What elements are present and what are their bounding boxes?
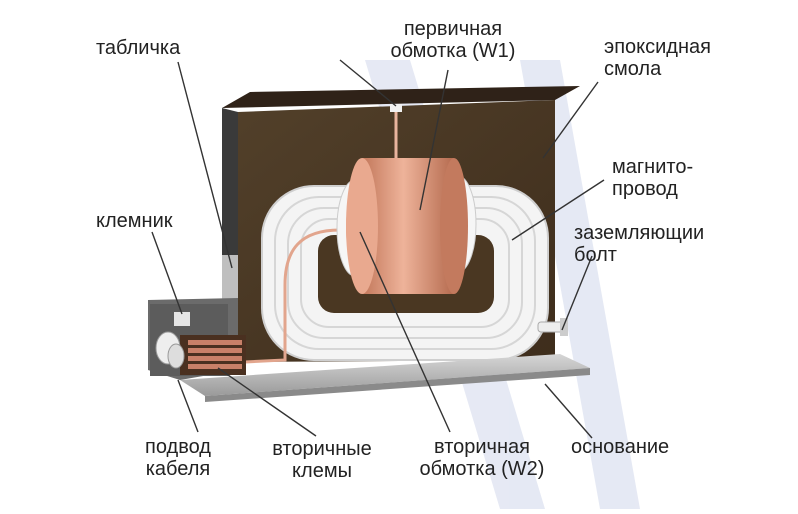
label-secondary-winding: вторичная обмотка (W2): [419, 436, 545, 480]
label-magnetic-core: магнито- провод: [612, 156, 694, 200]
leader-magneto: [511, 179, 605, 241]
secondary-wire: [244, 228, 341, 364]
leader-klemnik: [151, 231, 183, 315]
epoxy-top-face: [222, 86, 580, 108]
leader-sec-terminals: [217, 367, 317, 437]
label-secondary-terminals: вторичные клемы: [272, 438, 372, 482]
label-primary-winding: первичная обмотка (W1): [390, 18, 516, 62]
leader-lines: [151, 59, 605, 439]
nameplate: [222, 255, 238, 300]
leader-primary: [419, 69, 449, 211]
leader-cable: [177, 379, 199, 433]
label-ground-bolt: заземляющии болт: [574, 222, 705, 266]
leader-epoxy: [542, 81, 599, 159]
terminal-block: [150, 304, 246, 376]
leader-lead: [339, 59, 397, 107]
leader-ground: [561, 255, 593, 331]
leader-sec-winding: [359, 231, 451, 433]
label-cable-entry: подвод кабеля: [145, 436, 211, 480]
lead-wire: [390, 104, 402, 160]
epoxy-side-face: [222, 108, 238, 300]
leader-tablichka: [177, 61, 233, 269]
ground-bolt: [537, 318, 568, 336]
label-base: основание: [571, 436, 670, 458]
primary-coil: [336, 158, 477, 294]
leader-base: [544, 383, 593, 439]
label-epoxy: эпоксидная смола: [604, 36, 711, 80]
label-tablichka: табличка: [96, 37, 181, 59]
label-klemnik: клемник: [96, 210, 173, 232]
